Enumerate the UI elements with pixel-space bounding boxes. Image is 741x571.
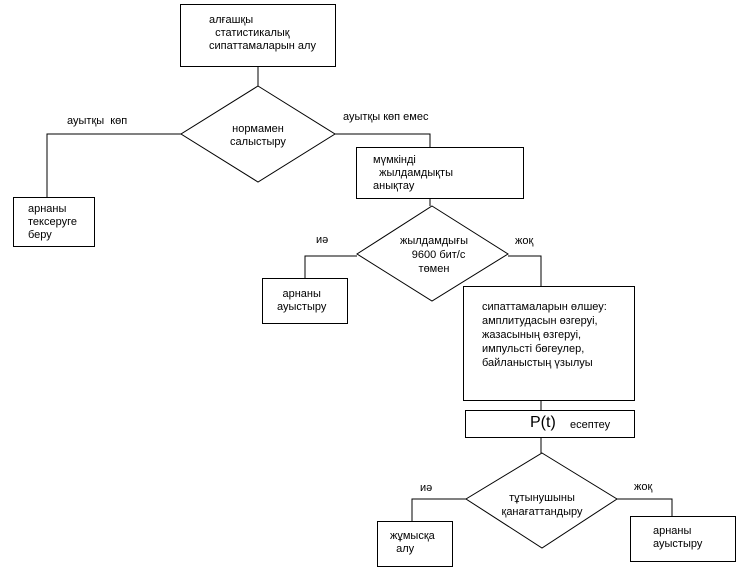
no-2-label: жоқ [634,481,653,493]
pt-symbol: P(t) [530,414,556,431]
connector-compare-speed [335,133,431,147]
switch-channel-1-box: арнаны ауыстыру [262,278,348,324]
connector-no-switch-2 [617,498,673,516]
switch-channel-2-box: арнаны ауыстыру [630,516,736,562]
measure-box: сипаттамаларын өлшеу: амплитудасын өзгер… [463,286,635,401]
yes-1-label: иә [316,234,329,246]
no-1-label: жоқ [515,235,534,247]
compare-diamond [180,85,336,183]
connector-no-measure [508,255,542,286]
switch-channel-2-text: арнаны ауыстыру [653,525,703,550]
pt-label: есептеу [570,419,611,431]
speed-check-text: жылдамдығы 9600 бит/с төмен [399,235,469,275]
compare-text: нормамен салыстыру [230,123,286,148]
start-box: алғашқы статистикалық сипаттамаларын алу [180,4,336,67]
connector-yes-work [411,498,466,521]
satisfy-diamond [465,452,618,549]
connector-yes-switch-1 [304,255,357,278]
yes-2-label: иә [420,482,433,494]
measure-text: сипаттамаларын өлшеу: амплитудасын өзгер… [482,301,607,369]
check-channel-box: арнаны тексеруге беру [13,197,95,247]
to-work-text: жұмысқа алу [390,530,435,555]
branch-not-many-label: ауытқы көп емес [343,111,429,123]
start-text: алғашқы статистикалық сипаттамаларын алу [209,14,316,52]
connector-compare-check [46,133,181,197]
switch-channel-1-text: арнаны ауыстыру [277,288,327,313]
determine-speed-box: мүмкінді жылдамдықты анықтау [356,147,524,199]
pt-box: P(t) есептеу [465,410,635,438]
determine-speed-text: мүмкінді жылдамдықты анықтау [373,154,453,192]
branch-many-label: ауытқы көп [67,115,128,127]
to-work-box: жұмысқа алу [377,521,453,567]
speed-check-diamond [356,205,509,302]
check-channel-text: арнаны тексеруге беру [28,203,77,241]
satisfy-text: тұтынушыны қанағаттандыру [501,492,583,518]
